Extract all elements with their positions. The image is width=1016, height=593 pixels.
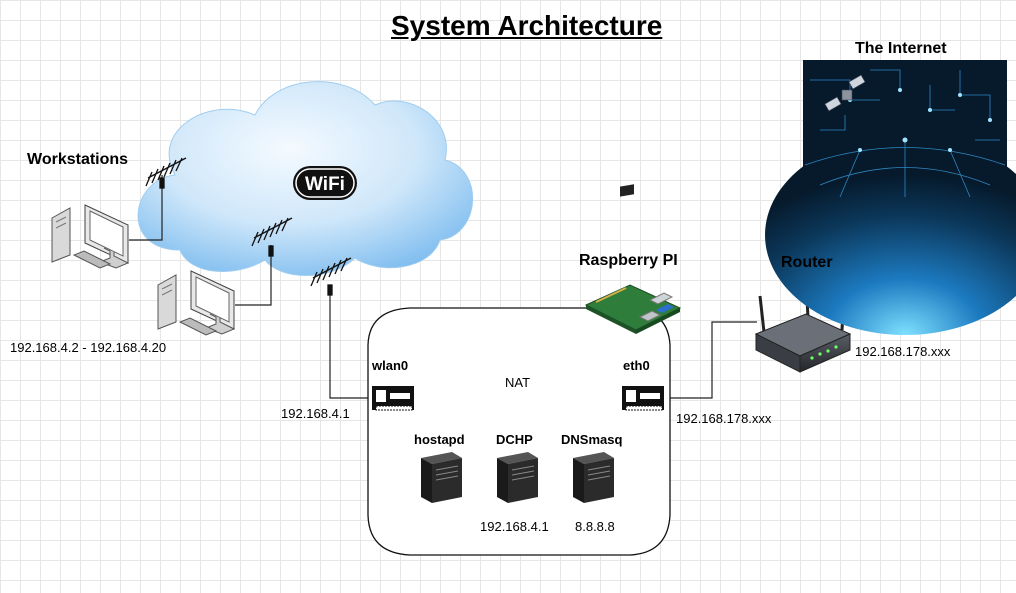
page-title: System Architecture	[391, 10, 663, 41]
network-card-icon	[372, 386, 414, 411]
service-label-dchp: DCHP	[496, 432, 533, 447]
antenna-icon	[251, 217, 293, 257]
router-icon	[754, 277, 852, 373]
server-tower-icon	[573, 452, 614, 503]
wlan0-label: wlan0	[372, 358, 409, 373]
workstations-label: Workstations	[27, 151, 129, 168]
server-tower-icon	[421, 452, 462, 503]
service-label-dnsmasq: DNSmasq	[561, 432, 623, 447]
nat-label: NAT	[505, 375, 531, 390]
eth0-ip: 192.168.178.xxx	[676, 411, 772, 426]
globe-network-icon	[765, 60, 1016, 335]
router-label: Router	[781, 254, 833, 271]
server-tower-icon	[497, 452, 538, 503]
desktop-computer-icon	[157, 270, 236, 336]
service-ip-dchp: 192.168.4.1	[480, 519, 549, 534]
network-card-icon	[622, 386, 664, 411]
raspberry-pi-label: Raspberry PI	[579, 252, 678, 269]
wifi-logo-text: WiFi	[305, 174, 345, 195]
wlan0-ip: 192.168.4.1	[281, 406, 350, 421]
antenna-icon	[145, 157, 187, 189]
internet-label: The Internet	[855, 40, 947, 57]
service-label-hostapd: hostapd	[414, 432, 465, 447]
router-ip: 192.168.178.xxx	[855, 344, 951, 359]
antenna-icon	[310, 257, 352, 296]
service-ip-dnsmasq: 8.8.8.8	[575, 519, 615, 534]
raspberry-pi-board-icon	[584, 184, 682, 334]
workstations-ip-range: 192.168.4.2 - 192.168.4.20	[10, 340, 167, 355]
eth0-label: eth0	[623, 358, 650, 373]
wifi-logo: WiFi	[293, 166, 357, 200]
desktop-computer-icon	[51, 204, 130, 269]
